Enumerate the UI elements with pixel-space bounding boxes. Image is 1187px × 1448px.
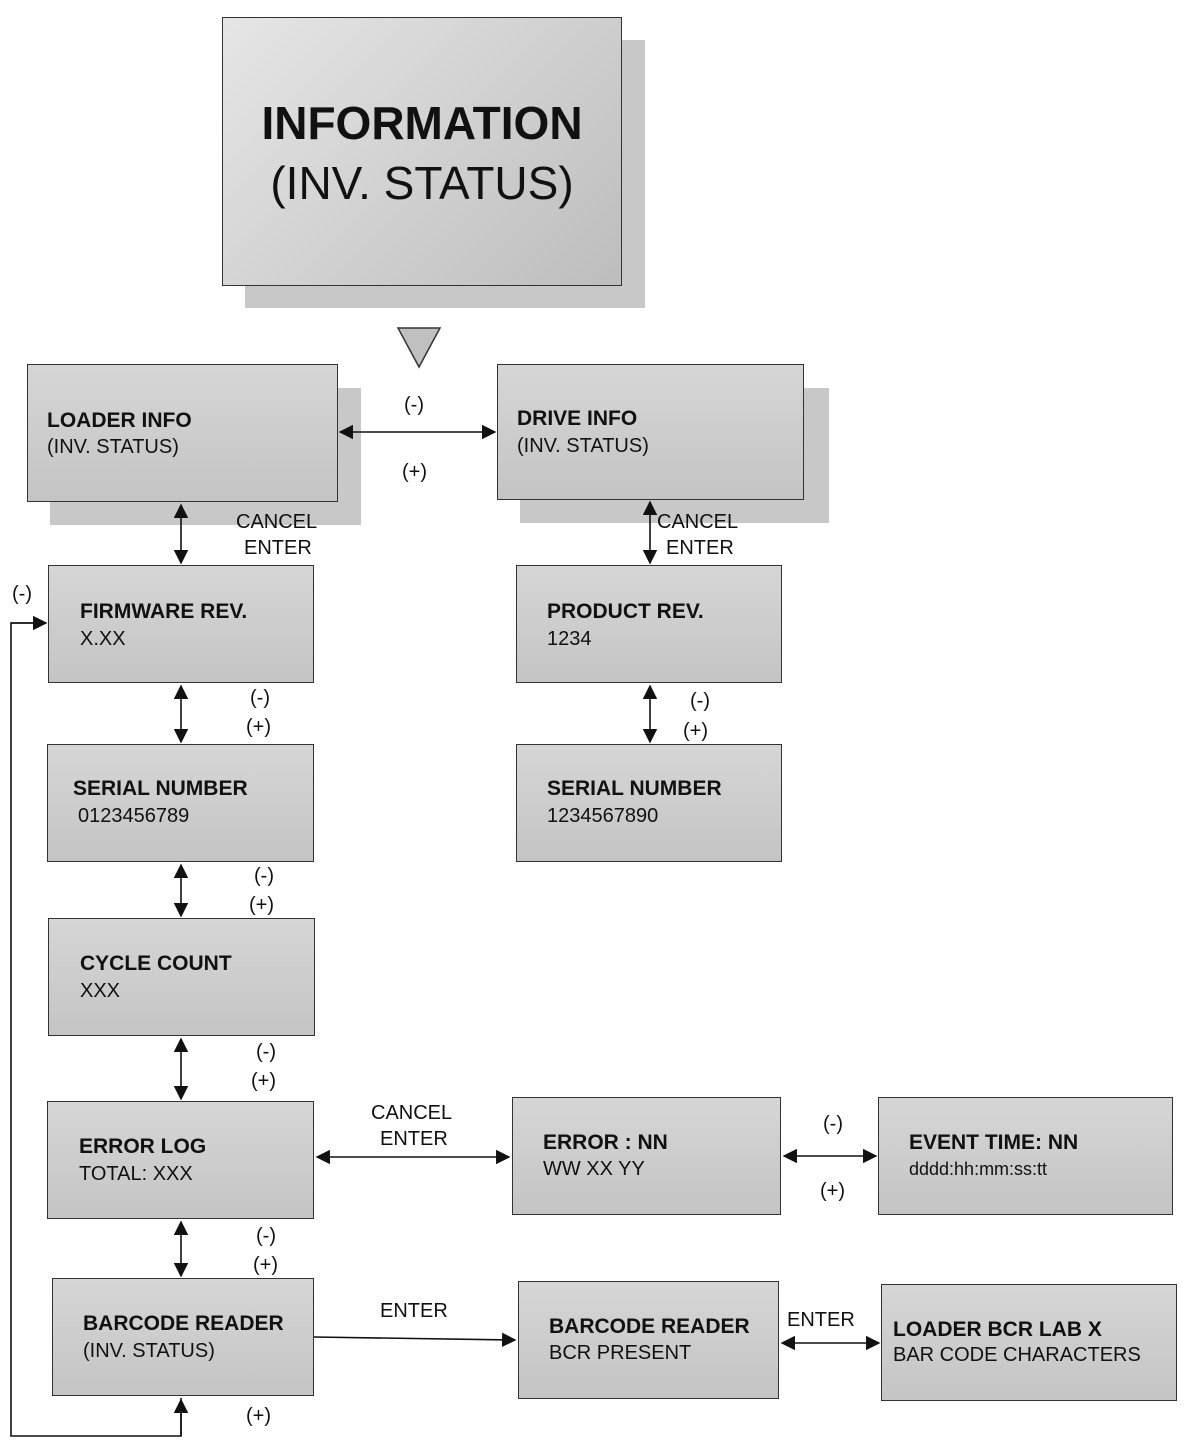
label-plus-serial: (+) (249, 894, 274, 916)
label-plus-errornn: (+) (820, 1180, 845, 1202)
label-plus-loader-drive: (+) (402, 461, 427, 483)
down-triangle-icon (396, 327, 442, 369)
drive-info-box[interactable]: DRIVE INFO (INV. STATUS) (497, 364, 804, 500)
label-minus-product: (-) (690, 690, 710, 712)
error-log-box[interactable]: ERROR LOG TOTAL: XXX (47, 1101, 314, 1219)
loader-info-title: LOADER INFO (47, 409, 192, 432)
barcode-reader-present-sub: BCR PRESENT (549, 1342, 692, 1364)
drive-serial-number-box[interactable]: SERIAL NUMBER 1234567890 (516, 744, 782, 862)
label-minus-errorlog-bottom: (-) (256, 1225, 276, 1247)
barcode-reader-inv-box[interactable]: BARCODE READER (INV. STATUS) (52, 1278, 314, 1396)
title-line2: (INV. STATUS) (270, 157, 574, 209)
label-minus-serial: (-) (254, 865, 274, 887)
loader-serial-number-title: SERIAL NUMBER (73, 777, 248, 800)
barcode-reader-inv-sub: (INV. STATUS) (83, 1340, 215, 1362)
firmware-rev-value: X.XX (80, 628, 126, 650)
label-cancel-drive: CANCEL (657, 511, 739, 533)
label-enter-loader: ENTER (244, 537, 312, 559)
label-minus-loader-drive: (-) (404, 394, 424, 416)
drive-info-sub: (INV. STATUS) (517, 435, 649, 457)
label-cancel-loader: CANCEL (236, 511, 318, 533)
label-plus-cycle: (+) (251, 1070, 276, 1092)
error-nn-box[interactable]: ERROR : NN WW XX YY (512, 1097, 781, 1215)
label-enter-drive: ENTER (666, 537, 734, 559)
loader-bcr-box[interactable]: LOADER BCR LAB X BAR CODE CHARACTERS (881, 1284, 1177, 1401)
event-time-value: dddd:hh:mm:ss:tt (909, 1159, 1048, 1179)
cycle-count-box[interactable]: CYCLE COUNT XXX (48, 918, 315, 1036)
event-time-box[interactable]: EVENT TIME: NN dddd:hh:mm:ss:tt (878, 1097, 1173, 1215)
label-minus-firmware: (-) (250, 687, 270, 709)
barcode-reader-inv-title: BARCODE READER (83, 1312, 284, 1335)
wraparound-loop-connector (10, 622, 182, 1437)
product-rev-box[interactable]: PRODUCT REV. 1234 (516, 565, 782, 683)
event-time-title: EVENT TIME: NN (909, 1131, 1079, 1154)
drive-info-title: DRIVE INFO (517, 407, 638, 430)
error-nn-title: ERROR : NN (543, 1131, 668, 1154)
product-rev-value: 1234 (547, 628, 592, 650)
cycle-count-value: XXX (80, 980, 121, 1002)
error-log-total: TOTAL: XXX (79, 1163, 193, 1185)
error-log-title: ERROR LOG (79, 1135, 207, 1158)
label-enter-present: ENTER (787, 1309, 855, 1331)
loader-bcr-sub: BAR CODE CHARACTERS (893, 1344, 1141, 1366)
cycle-count-title: CYCLE COUNT (80, 952, 232, 975)
product-rev-title: PRODUCT REV. (547, 600, 704, 623)
label-plus-errorlog-bottom: (+) (253, 1254, 278, 1276)
label-plus-loop: (+) (246, 1405, 271, 1427)
label-minus-errornn: (-) (823, 1113, 843, 1135)
loader-info-sub: (INV. STATUS) (47, 436, 179, 458)
title-line1: INFORMATION (261, 97, 583, 149)
information-title-box: INFORMATION (INV. STATUS) (222, 17, 622, 286)
loader-info-box[interactable]: LOADER INFO (INV. STATUS) (27, 364, 338, 502)
label-minus-cycle: (-) (256, 1041, 276, 1063)
label-enter-errorlog: ENTER (380, 1128, 448, 1150)
loader-serial-number-value: 0123456789 (78, 805, 190, 827)
barcode-reader-present-title: BARCODE READER (549, 1315, 750, 1338)
firmware-rev-box[interactable]: FIRMWARE REV. X.XX (48, 565, 314, 683)
label-enter-barcode: ENTER (380, 1300, 448, 1322)
label-plus-firmware: (+) (246, 716, 271, 738)
label-cancel-errorlog: CANCEL (371, 1102, 453, 1124)
loader-serial-number-box[interactable]: SERIAL NUMBER 0123456789 (47, 744, 314, 862)
label-plus-product: (+) (683, 720, 708, 742)
label-minus-loop: (-) (12, 583, 32, 605)
drive-serial-number-title: SERIAL NUMBER (547, 777, 722, 800)
barcode-reader-present-box[interactable]: BARCODE READER BCR PRESENT (518, 1281, 779, 1399)
barcode-present-connector (313, 1332, 517, 1348)
firmware-rev-title: FIRMWARE REV. (80, 600, 248, 623)
loader-bcr-title: LOADER BCR LAB X (893, 1318, 1102, 1341)
error-nn-value: WW XX YY (543, 1158, 645, 1180)
drive-serial-number-value: 1234567890 (547, 805, 659, 827)
